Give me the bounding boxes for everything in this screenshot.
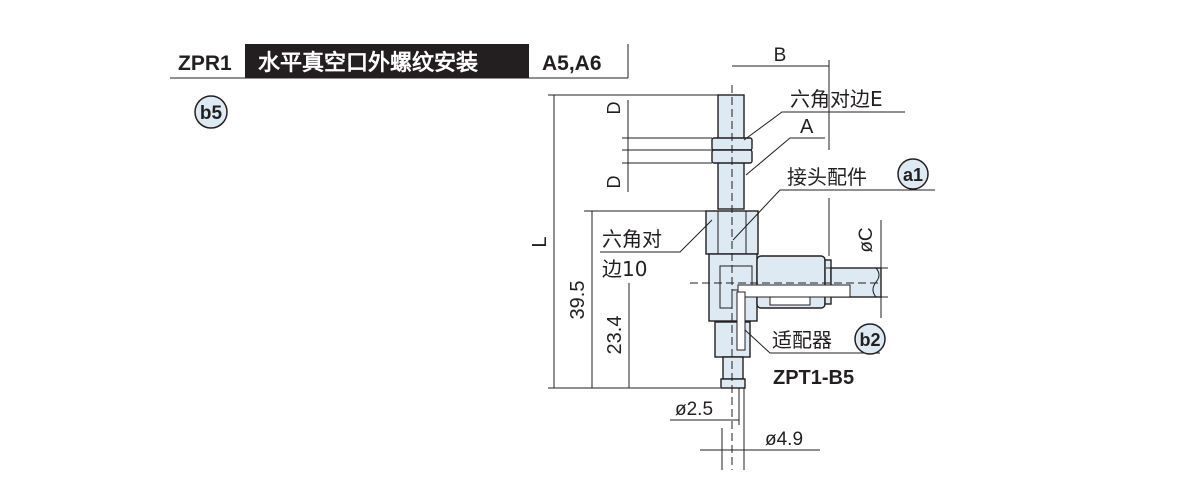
label-phi2-5: ø2.5 xyxy=(675,399,713,420)
model-label: ZPR1 xyxy=(178,52,232,75)
label-L: L xyxy=(529,236,551,247)
label-phi4-9: ø4.9 xyxy=(765,429,803,450)
label-D-top: D xyxy=(604,102,624,115)
badge-a1: a1 xyxy=(897,158,929,190)
label-fitting: 接头配件 xyxy=(787,165,867,189)
label-adapter: 适配器 xyxy=(772,328,832,352)
label-A: A xyxy=(800,116,814,138)
svg-text:b2: b2 xyxy=(859,330,880,350)
title-bg xyxy=(245,44,529,78)
label-39-5: 39.5 xyxy=(567,281,589,320)
label-hex10-1: 六角对 xyxy=(602,227,662,251)
badge-b5: b5 xyxy=(194,95,228,129)
nozzle xyxy=(722,356,744,380)
label-phiC: øC xyxy=(856,227,877,252)
title-label: 水平真空口外螺纹安装 xyxy=(258,50,478,76)
nozzle-tip xyxy=(720,378,746,389)
label-B: B xyxy=(774,45,787,66)
svg-text:a1: a1 xyxy=(903,165,923,185)
variants-label: A5,A6 xyxy=(542,52,602,75)
label-hex10-2: 边10 xyxy=(602,257,647,281)
badge-b2: b2 xyxy=(854,323,886,355)
dimensions xyxy=(548,60,935,470)
label-adapter-model: ZPT1-B5 xyxy=(773,367,854,389)
label-23-4: 23.4 xyxy=(604,316,626,355)
label-hex-E: 六角对边E xyxy=(790,87,883,111)
svg-text:b5: b5 xyxy=(200,103,223,124)
header-bar: ZPR1 水平真空口外螺纹安装 A5,A6 xyxy=(170,44,629,79)
ejector-part xyxy=(690,85,882,470)
label-D-bottom: D xyxy=(604,176,624,189)
